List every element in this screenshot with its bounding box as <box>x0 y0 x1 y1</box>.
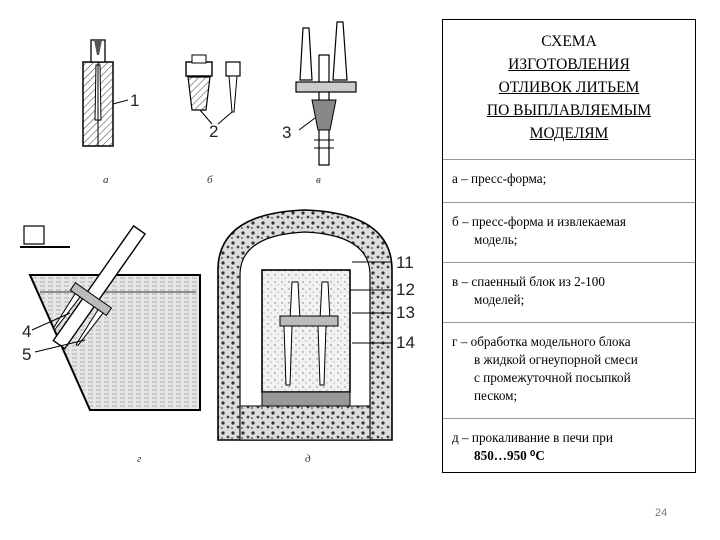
diagram-a-press-mold <box>82 39 129 147</box>
divider <box>443 418 695 419</box>
legend-item-e: д – прокаливание в печи при 850…950 ⁰С <box>443 419 695 465</box>
title-line: ПО ВЫПЛАВЛЯЕМЫМ <box>486 102 652 119</box>
callout-1: 1 <box>130 91 139 110</box>
callout-2: 2 <box>209 122 218 141</box>
callout-11: 11 <box>396 253 414 272</box>
legend-item-text: 850…950 ⁰С <box>474 448 545 463</box>
legend-item-text: д – прокаливание в печи при <box>452 430 613 445</box>
sublabel-b: б <box>207 174 213 186</box>
sublabel-c: в <box>316 174 321 186</box>
sublabel-a: а <box>103 174 109 186</box>
legend-item-c: в – спаенный блок из 2-100 моделей; <box>443 263 695 322</box>
legend-item-text: с промежуточной посыпкой <box>474 370 631 385</box>
divider <box>443 202 695 203</box>
legend-item-text: б – пресс-форма и извлекаемая <box>452 214 626 229</box>
sublabel-e: д <box>305 453 311 465</box>
diagram-d-slurry-bath <box>20 224 201 411</box>
sublabel-d: г <box>137 453 142 465</box>
diagram-c-model-block <box>295 21 357 166</box>
callout-12: 12 <box>396 280 415 299</box>
title-line: ИЗГОТОВЛЕНИЯ <box>508 56 630 73</box>
page-number: 24 <box>655 507 668 519</box>
divider <box>443 262 695 263</box>
legend-item-text: а – пресс-форма; <box>452 171 547 186</box>
legend-item-text: модель; <box>474 232 518 247</box>
callout-5: 5 <box>22 345 31 364</box>
divider <box>443 159 695 160</box>
title-line: ОТЛИВОК ЛИТЬЕМ <box>498 79 640 96</box>
legend-item-text: моделей; <box>474 292 525 307</box>
legend-item-d: г – обработка модельного блока в жидкой … <box>443 323 695 418</box>
callout-14: 14 <box>396 333 415 352</box>
callout-3: 3 <box>282 123 291 142</box>
legend-item-text: г – обработка модельного блока <box>452 334 631 349</box>
legend-panel: СХЕМА ИЗГОТОВЛЕНИЯ ОТЛИВОК ЛИТЬЕМ ПО ВЫП… <box>442 19 696 473</box>
title-line: СХЕМА <box>541 33 597 50</box>
legend-item-text: в – спаенный блок из 2-100 <box>452 274 605 289</box>
legend-item-b: б – пресс-форма и извлекаемая модель; <box>443 203 695 262</box>
legend-item-text: песком; <box>474 388 518 403</box>
legend-item-a: а – пресс-форма; <box>443 160 695 202</box>
panel-title: СХЕМА ИЗГОТОВЛЕНИЯ ОТЛИВОК ЛИТЬЕМ ПО ВЫП… <box>449 30 689 145</box>
callout-4: 4 <box>22 322 31 341</box>
diagram-e-furnace <box>217 209 393 441</box>
title-line: МОДЕЛЯМ <box>529 125 609 142</box>
callout-13: 13 <box>396 303 415 322</box>
investment-casting-diagram: 1 2 3 4 5 11 12 13 14 а б в г д <box>20 21 415 465</box>
divider <box>443 322 695 323</box>
legend-item-text: в жидкой огнеупорной смеси <box>474 352 638 367</box>
diagram-b-mold-and-model <box>185 54 241 125</box>
